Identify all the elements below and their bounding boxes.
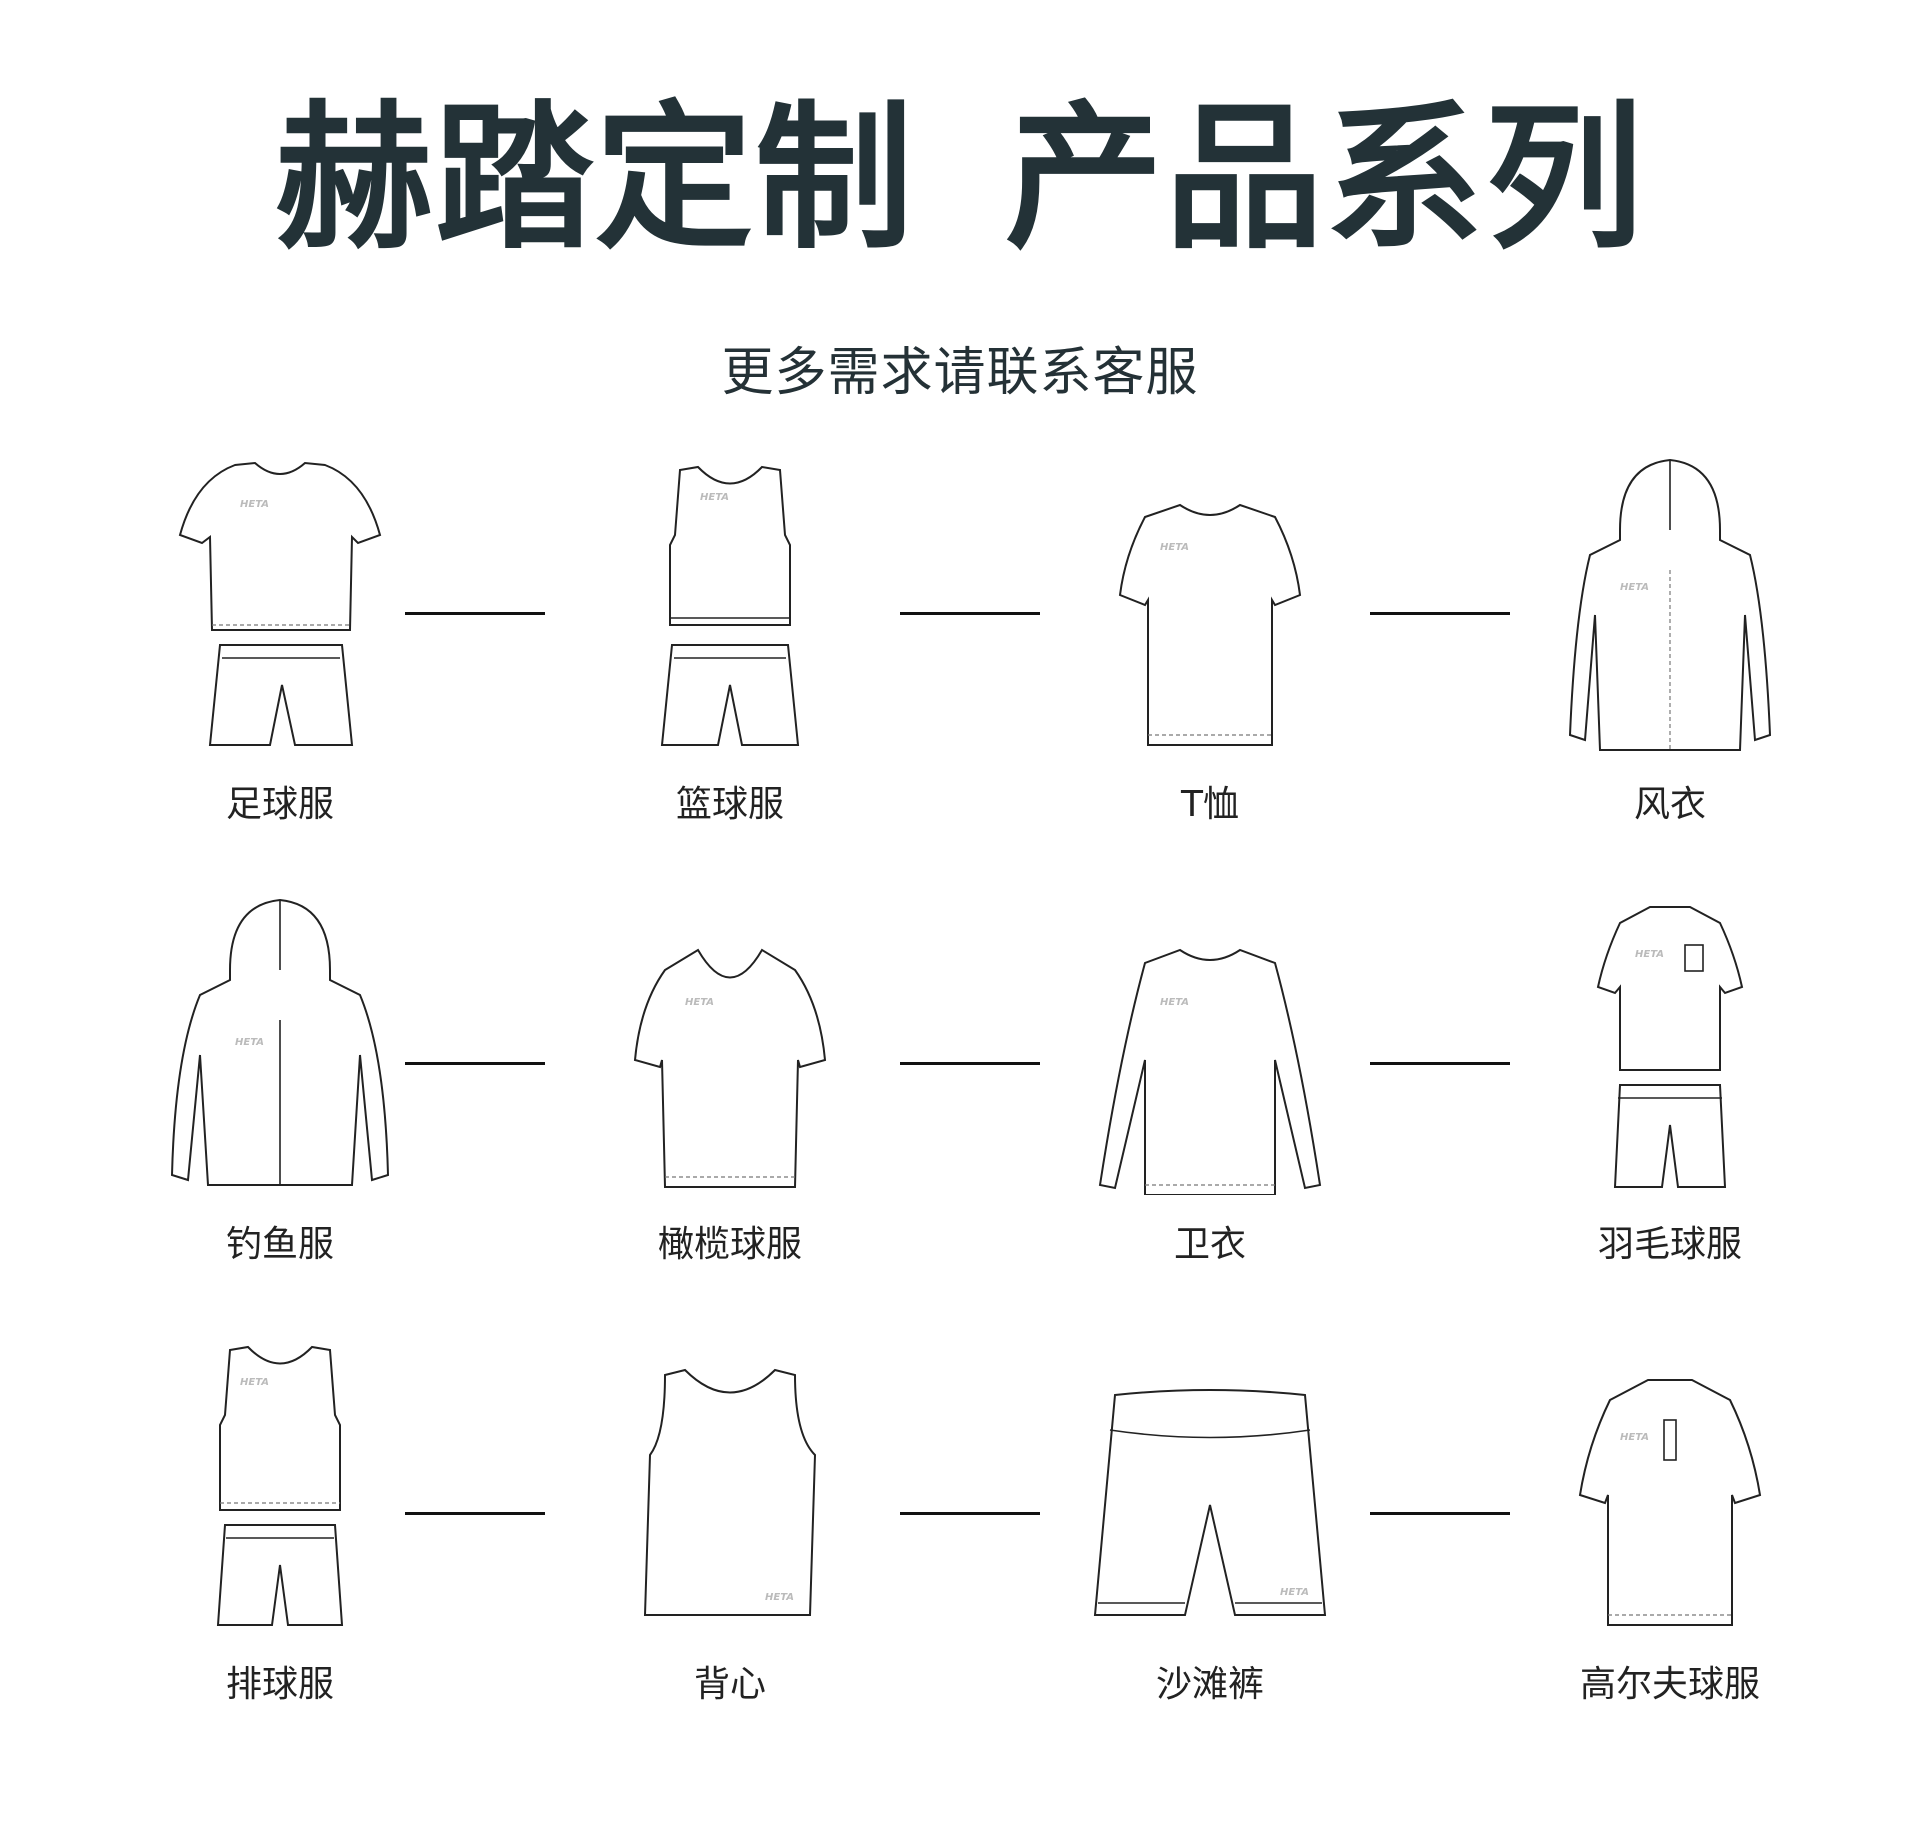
- title-brand: 赫踏定制: [275, 87, 915, 271]
- product-label: 羽毛球服: [1597, 1224, 1742, 1265]
- product-basketball[interactable]: HETA 篮球服: [580, 455, 880, 825]
- product-fishing[interactable]: HETA 钓鱼服: [130, 895, 430, 1265]
- beach-shorts-icon: HETA: [1093, 1389, 1327, 1616]
- product-label: 足球服: [225, 784, 334, 825]
- product-golf[interactable]: HETA 高尔夫球服: [1520, 1335, 1820, 1705]
- product-label: 背心: [693, 1664, 766, 1705]
- product-label: 高尔夫球服: [1579, 1664, 1760, 1705]
- basketball-kit-icon: HETA: [660, 465, 800, 746]
- connector-line: [405, 612, 545, 615]
- svg-text:HETA: HETA: [1620, 582, 1649, 593]
- svg-text:HETA: HETA: [1620, 1432, 1649, 1443]
- svg-text:HETA: HETA: [240, 499, 269, 510]
- product-label: 篮球服: [675, 784, 784, 825]
- soccer-kit-icon: HETA: [178, 461, 382, 746]
- product-label: 卫衣: [1173, 1224, 1246, 1265]
- product-tshirt[interactable]: HETA T恤: [1060, 455, 1360, 825]
- longsleeve-sweatshirt-icon: HETA: [1098, 948, 1322, 1195]
- tank-top-icon: HETA: [643, 1368, 817, 1616]
- product-badminton[interactable]: HETA 羽毛球服: [1520, 895, 1820, 1265]
- product-volleyball[interactable]: HETA 排球服: [130, 1335, 430, 1705]
- product-label: 风衣: [1633, 784, 1706, 825]
- tshirt-icon: HETA: [1118, 503, 1302, 746]
- svg-text:HETA: HETA: [240, 1377, 269, 1388]
- product-label: 沙滩裤: [1155, 1664, 1264, 1705]
- product-sweatshirt[interactable]: HETA 卫衣: [1060, 895, 1360, 1265]
- connector-line: [900, 612, 1040, 615]
- connector-line: [900, 1062, 1040, 1065]
- connector-line: [900, 1512, 1040, 1515]
- connector-line: [405, 1512, 545, 1515]
- product-label: T恤: [1181, 784, 1239, 825]
- product-tanktop[interactable]: HETA 背心: [580, 1335, 880, 1705]
- product-windbreaker[interactable]: HETA 风衣: [1520, 455, 1820, 825]
- svg-text:HETA: HETA: [765, 1592, 794, 1603]
- product-rugby[interactable]: HETA 橄榄球服: [580, 895, 880, 1265]
- product-beachshorts[interactable]: HETA 沙滩裤: [1060, 1335, 1360, 1705]
- hooded-jacket-icon: HETA: [1568, 458, 1772, 751]
- product-label: 钓鱼服: [225, 1224, 334, 1265]
- product-soccer[interactable]: HETA 足球服: [130, 455, 430, 825]
- svg-text:HETA: HETA: [1160, 542, 1189, 553]
- page-title: 赫踏定制产品系列: [0, 100, 1920, 258]
- svg-text:HETA: HETA: [1635, 949, 1664, 960]
- volleyball-kit-icon: HETA: [216, 1345, 344, 1626]
- connector-line: [1370, 1062, 1510, 1065]
- connector-line: [405, 1062, 545, 1065]
- svg-text:HETA: HETA: [1160, 997, 1189, 1008]
- product-label: 排球服: [225, 1664, 334, 1705]
- badminton-kit-icon: HETA: [1596, 906, 1744, 1188]
- page-subtitle: 更多需求请联系客服: [721, 343, 1199, 403]
- svg-text:HETA: HETA: [1280, 1587, 1309, 1598]
- product-label: 橄榄球服: [657, 1224, 802, 1265]
- fishing-hoodie-icon: HETA: [170, 898, 390, 1186]
- svg-text:HETA: HETA: [685, 997, 714, 1008]
- title-series: 产品系列: [1005, 87, 1645, 271]
- svg-text:HETA: HETA: [235, 1037, 264, 1048]
- connector-line: [1370, 612, 1510, 615]
- svg-text:HETA: HETA: [700, 492, 729, 503]
- golf-polo-icon: HETA: [1578, 1379, 1762, 1626]
- connector-line: [1370, 1512, 1510, 1515]
- rugby-jersey-icon: HETA: [633, 948, 827, 1188]
